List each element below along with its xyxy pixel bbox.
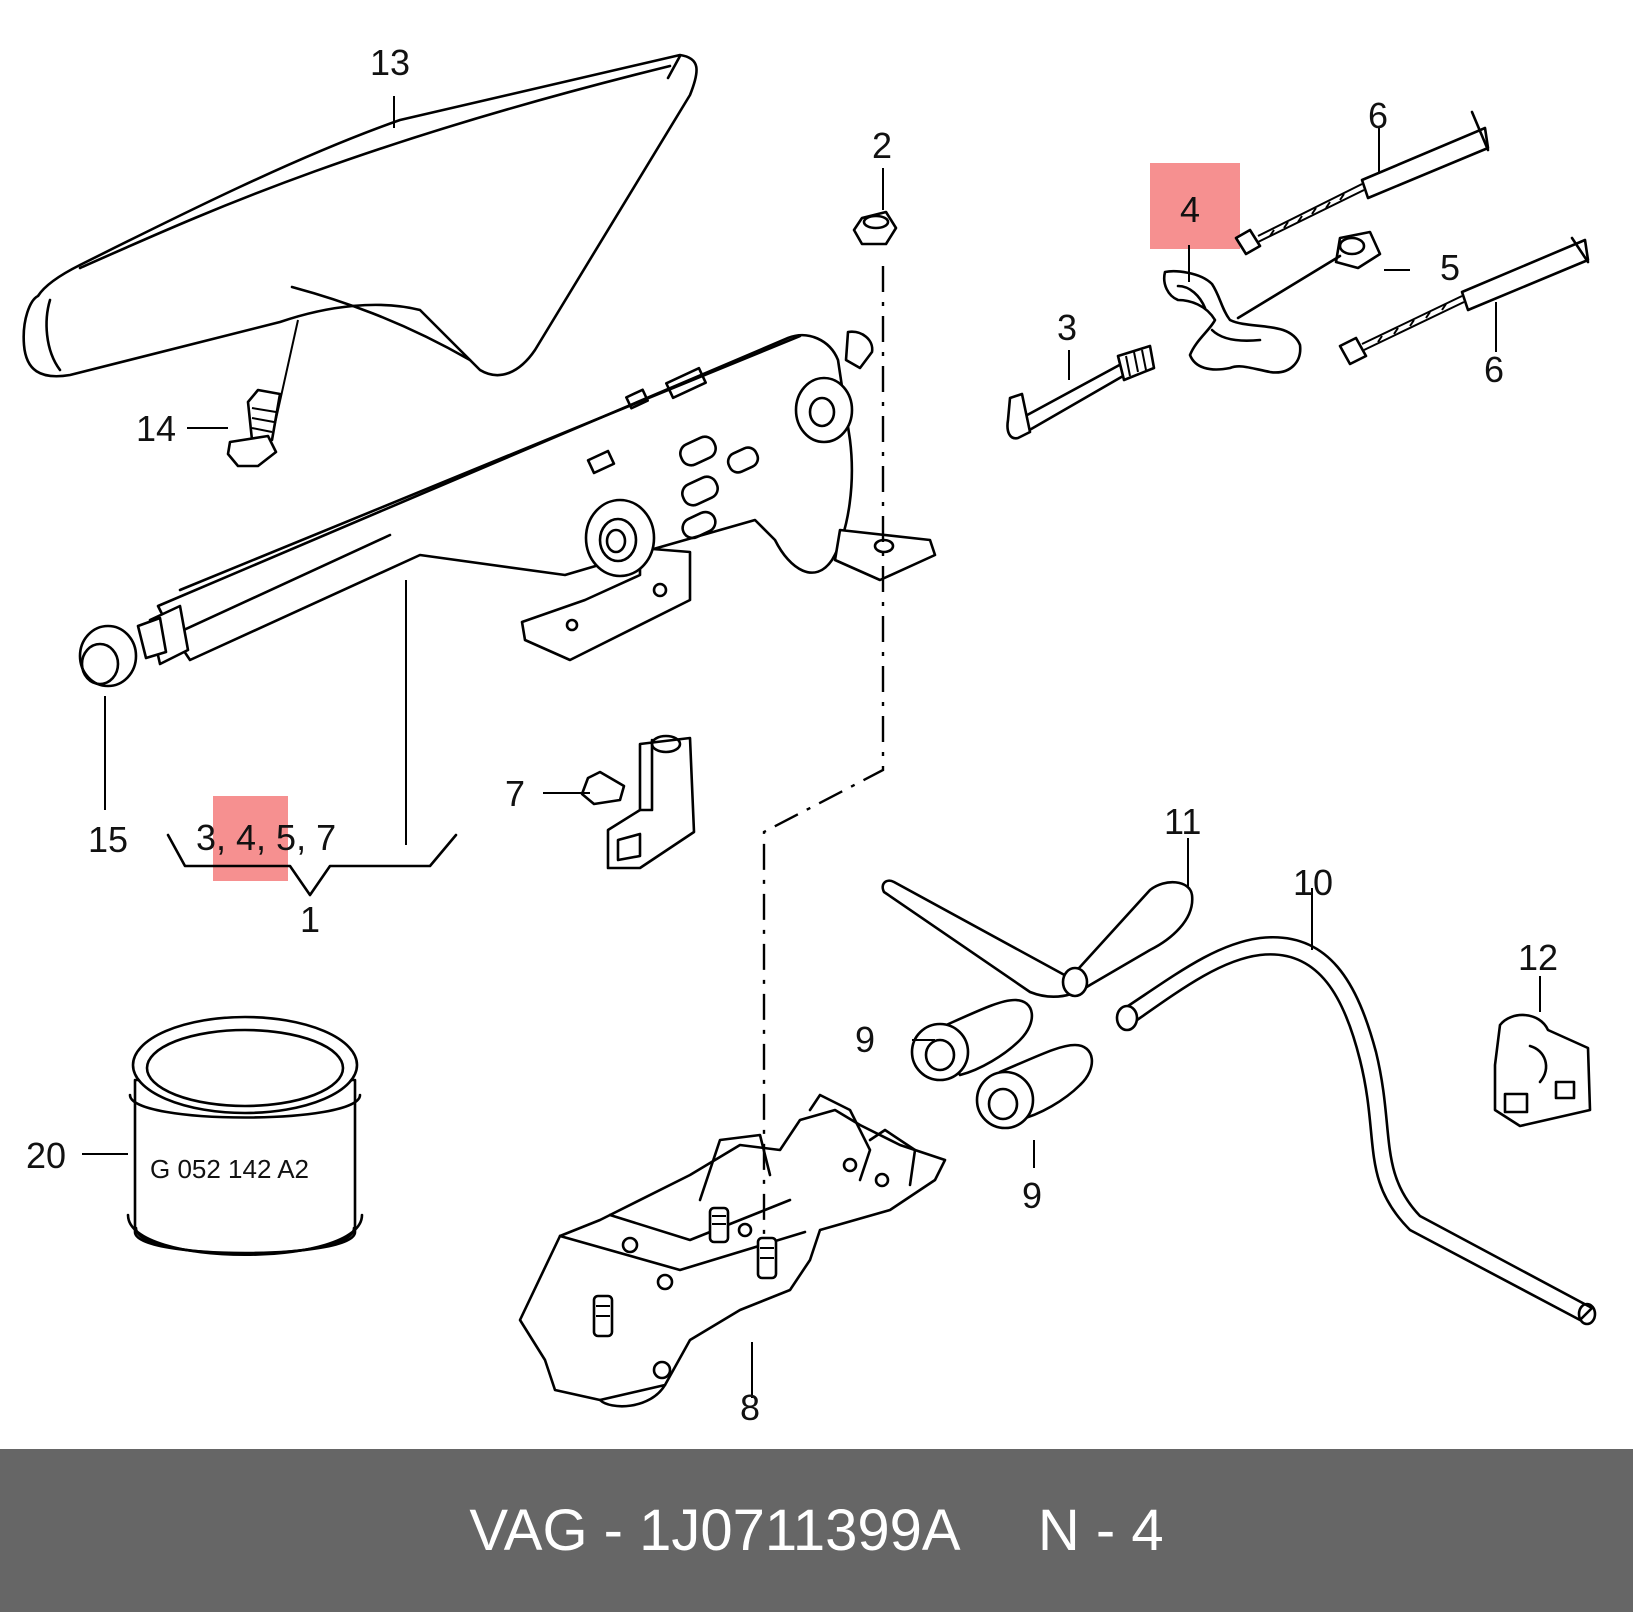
- pin-3: [1006, 344, 1156, 440]
- pipe-10: [1115, 935, 1597, 1326]
- callout-3: 3: [1057, 307, 1077, 348]
- nut-5: [1236, 230, 1382, 320]
- hose-11: [881, 879, 1194, 998]
- callout-7: 7: [505, 773, 525, 814]
- grommet-9-upper: [910, 998, 1034, 1082]
- callout-1: 1: [300, 899, 320, 940]
- callout-9-lower: 9: [1022, 1175, 1042, 1216]
- callout-10: 10: [1293, 862, 1333, 903]
- nut-2: [852, 210, 898, 246]
- handbrake-lever-assembly: [136, 330, 937, 666]
- handbrake-grip-13: [22, 53, 698, 378]
- callout-20: 20: [26, 1135, 66, 1176]
- leader-lines: [82, 96, 1541, 1398]
- callout-5: 5: [1440, 247, 1460, 288]
- grommet-9-lower: [975, 1043, 1094, 1130]
- callout-9-upper: 9: [855, 1019, 875, 1060]
- equalizer-4: [1162, 270, 1302, 374]
- switch-7: [580, 734, 696, 870]
- callout-8: 8: [740, 1387, 760, 1428]
- highlight-box-4-top: [1150, 163, 1240, 249]
- callout-4: 4: [1180, 189, 1200, 230]
- callout-14: 14: [136, 408, 176, 449]
- end-cap-15: [78, 624, 138, 688]
- group-label: 3, 4, 5, 7: [196, 817, 336, 858]
- cable-6-lower: [1338, 236, 1590, 366]
- exploded-view-drawing: 13 2 3 4 5 6 6 14 15 3, 4, 5, 7 1 7 11 1…: [22, 42, 1597, 1428]
- callout-labels: 13 2 3 4 5 6 6 14 15 3, 4, 5, 7 1 7 11 1…: [26, 42, 1558, 1428]
- mounting-centerline: [762, 266, 885, 1240]
- footer-bar: VAG - 1J0711399A N - 4: [0, 1449, 1633, 1612]
- callout-6-lower: 6: [1484, 349, 1504, 390]
- cable-6-upper: [1234, 110, 1490, 256]
- tape-roll-20: [126, 1015, 364, 1256]
- clip-12: [1493, 1013, 1592, 1128]
- callout-11: 11: [1164, 801, 1201, 842]
- bolt-14: [226, 388, 282, 468]
- callout-13: 13: [370, 42, 410, 83]
- callout-2: 2: [872, 125, 892, 166]
- part-marking: G 052 142 A2: [150, 1154, 309, 1184]
- callout-6-upper: 6: [1368, 95, 1388, 136]
- base-bracket-8: [518, 1093, 947, 1408]
- callout-15: 15: [88, 819, 128, 860]
- part-number-caption: VAG - 1J0711399A N - 4: [469, 1498, 1164, 1563]
- callout-12: 12: [1518, 937, 1558, 978]
